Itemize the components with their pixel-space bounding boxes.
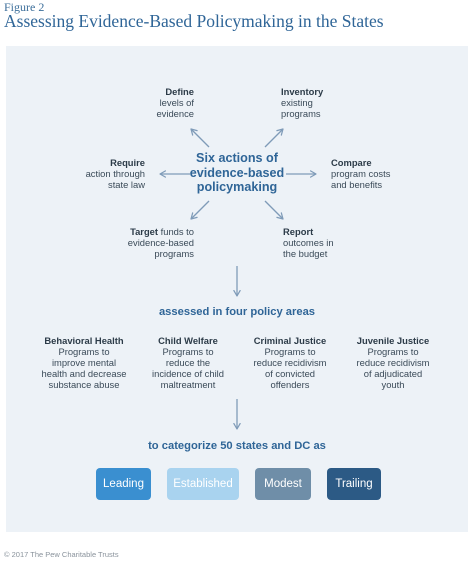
action-target-line: evidence-based: [127, 237, 194, 248]
category-label: Trailing: [335, 478, 373, 490]
hub-line: Six actions of: [196, 151, 278, 165]
action-require: Require action through state law: [60, 157, 145, 190]
action-define-line: evidence: [156, 108, 194, 119]
page-title: Assessing Evidence-Based Policymaking in…: [4, 11, 384, 31]
category-established: Established: [167, 468, 239, 500]
action-define-title: Define: [165, 86, 194, 97]
category-label: Modest: [264, 478, 302, 490]
hub-line: policymaking: [196, 180, 278, 194]
copyright-footer: © 2017 The Pew Charitable Trusts: [4, 550, 119, 559]
policy-area-line: reduce the: [165, 357, 211, 368]
hub-line: evidence-based: [189, 165, 285, 180]
policy-area-line: offenders: [270, 379, 310, 390]
policy-area-line: youth: [381, 379, 405, 390]
figure-label: Figure 2: [4, 0, 45, 14]
policy-area-line: Programs to: [58, 346, 110, 357]
category-leading: Leading: [96, 468, 151, 500]
policy-area-line: maltreatment: [160, 379, 216, 390]
action-compare-line: program costs: [331, 168, 391, 179]
policy-area-line: health and decrease: [41, 368, 127, 379]
action-target-line: programs: [154, 248, 194, 259]
action-define-line: levels of: [159, 97, 194, 108]
policy-area-line: of adjudicated: [363, 368, 423, 379]
policy-area-line: Programs to: [367, 346, 419, 357]
action-compare-line: and benefits: [331, 179, 383, 190]
action-target: Target funds to evidence-based programs: [94, 226, 194, 259]
category-label: Leading: [103, 478, 144, 490]
policy-area-criminal-justice: Criminal Justice Programs to reduce reci…: [240, 335, 340, 390]
action-target-title: Target: [130, 226, 159, 237]
policy-area-line: Programs to: [162, 346, 214, 357]
policy-area-line: reduce recidivism: [356, 357, 430, 368]
action-define: Define levels of evidence: [114, 86, 194, 119]
policy-area-line: Programs to: [264, 346, 316, 357]
action-require-title: Require: [110, 157, 145, 168]
policy-area-behavioral-health: Behavioral Health Programs to improve me…: [34, 335, 134, 390]
action-inventory: Inventory existing programs: [281, 86, 371, 119]
category-modest: Modest: [255, 468, 311, 500]
policy-area-line: incidence of child: [152, 368, 224, 379]
hub-six-actions: Six actions of evidence-based policymaki…: [187, 151, 287, 195]
policy-area-title: Criminal Justice: [253, 335, 327, 346]
category-label: Established: [173, 478, 233, 490]
policy-area-child-welfare: Child Welfare Programs to reduce the inc…: [138, 335, 238, 390]
policy-area-line: of convicted: [264, 368, 316, 379]
policy-area-line: improve mental: [51, 357, 117, 368]
action-report-line: the budget: [283, 248, 328, 259]
assessed-heading: assessed in four policy areas: [158, 306, 316, 318]
policy-area-juvenile-justice: Juvenile Justice Programs to reduce reci…: [343, 335, 443, 390]
action-report: Report outcomes in the budget: [283, 226, 373, 259]
policy-area-title: Behavioral Health: [44, 335, 124, 346]
categorize-heading: to categorize 50 states and DC as: [148, 440, 326, 452]
action-report-title: Report: [283, 226, 314, 237]
action-inventory-line: programs: [281, 108, 321, 119]
action-compare: Compare program costs and benefits: [331, 157, 426, 190]
action-require-line: state law: [108, 179, 145, 190]
action-compare-title: Compare: [331, 157, 372, 168]
policy-area-title: Juvenile Justice: [356, 335, 430, 346]
category-trailing: Trailing: [327, 468, 381, 500]
diagram-panel: [6, 46, 468, 532]
policy-area-line: substance abuse: [48, 379, 120, 390]
action-inventory-title: Inventory: [281, 86, 324, 97]
action-report-line: outcomes in: [283, 237, 334, 248]
policy-area-title: Child Welfare: [158, 335, 218, 346]
action-inventory-line: existing: [281, 97, 313, 108]
action-require-line: action through: [85, 168, 145, 179]
action-target-rest: funds to: [158, 226, 194, 237]
policy-area-line: reduce recidivism: [253, 357, 327, 368]
